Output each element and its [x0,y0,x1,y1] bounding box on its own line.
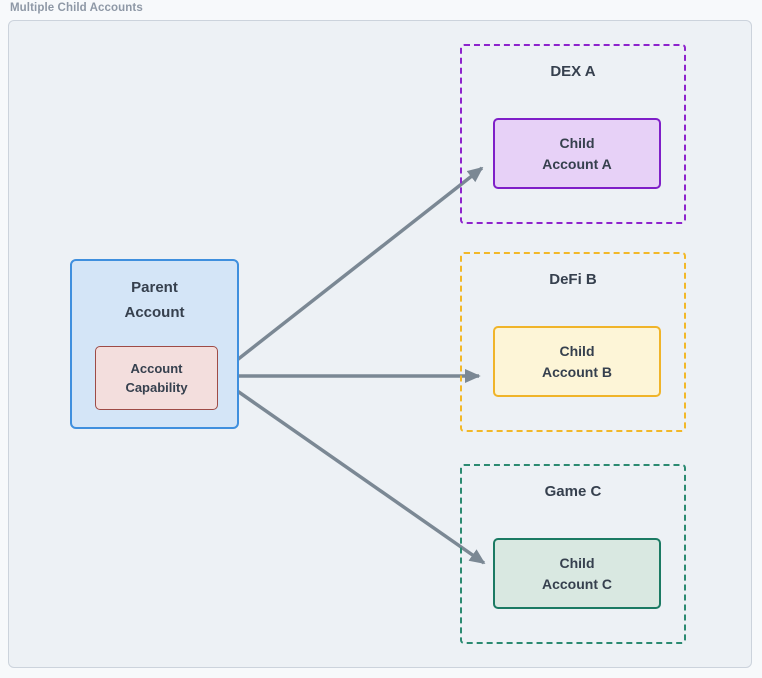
diagram-canvas: Parent Account Account Capability DEX A … [8,20,752,668]
parent-account-label-line1: Parent [131,279,178,296]
child-account-b-node: Child Account B [493,326,661,397]
arrow-to-child-c [221,379,486,565]
group-game-c: Game C Child Account C [460,464,686,644]
parent-account-node: Parent Account Account Capability [70,259,239,429]
child-account-c-label-line1: Child [559,554,595,571]
account-capability-node: Account Capability [95,346,218,410]
account-capability-label-line1: Account [130,361,183,376]
arrow-to-child-a [221,166,484,373]
child-account-c-node: Child Account C [493,538,661,609]
group-defi-b: DeFi B Child Account B [460,252,686,432]
parent-account-label-line2: Account [124,304,185,321]
parent-account-label: Parent Account [125,275,185,325]
group-game-c-label: Game C [544,483,602,500]
child-account-a-node: Child Account A [493,118,661,189]
group-dex-a-label: DEX A [550,63,596,80]
group-dex-a: DEX A Child Account A [460,44,686,224]
group-defi-b-label: DeFi B [549,271,597,288]
child-account-a-label-line1: Child [559,134,595,151]
account-capability-label-line2: Capability [125,380,188,395]
child-account-b-label-line2: Account B [542,363,612,380]
child-account-a-label-line2: Account A [542,155,612,172]
child-account-c-label-line2: Account C [542,575,612,592]
diagram-title: Multiple Child Accounts [10,2,143,14]
child-account-b-label-line1: Child [559,342,595,359]
